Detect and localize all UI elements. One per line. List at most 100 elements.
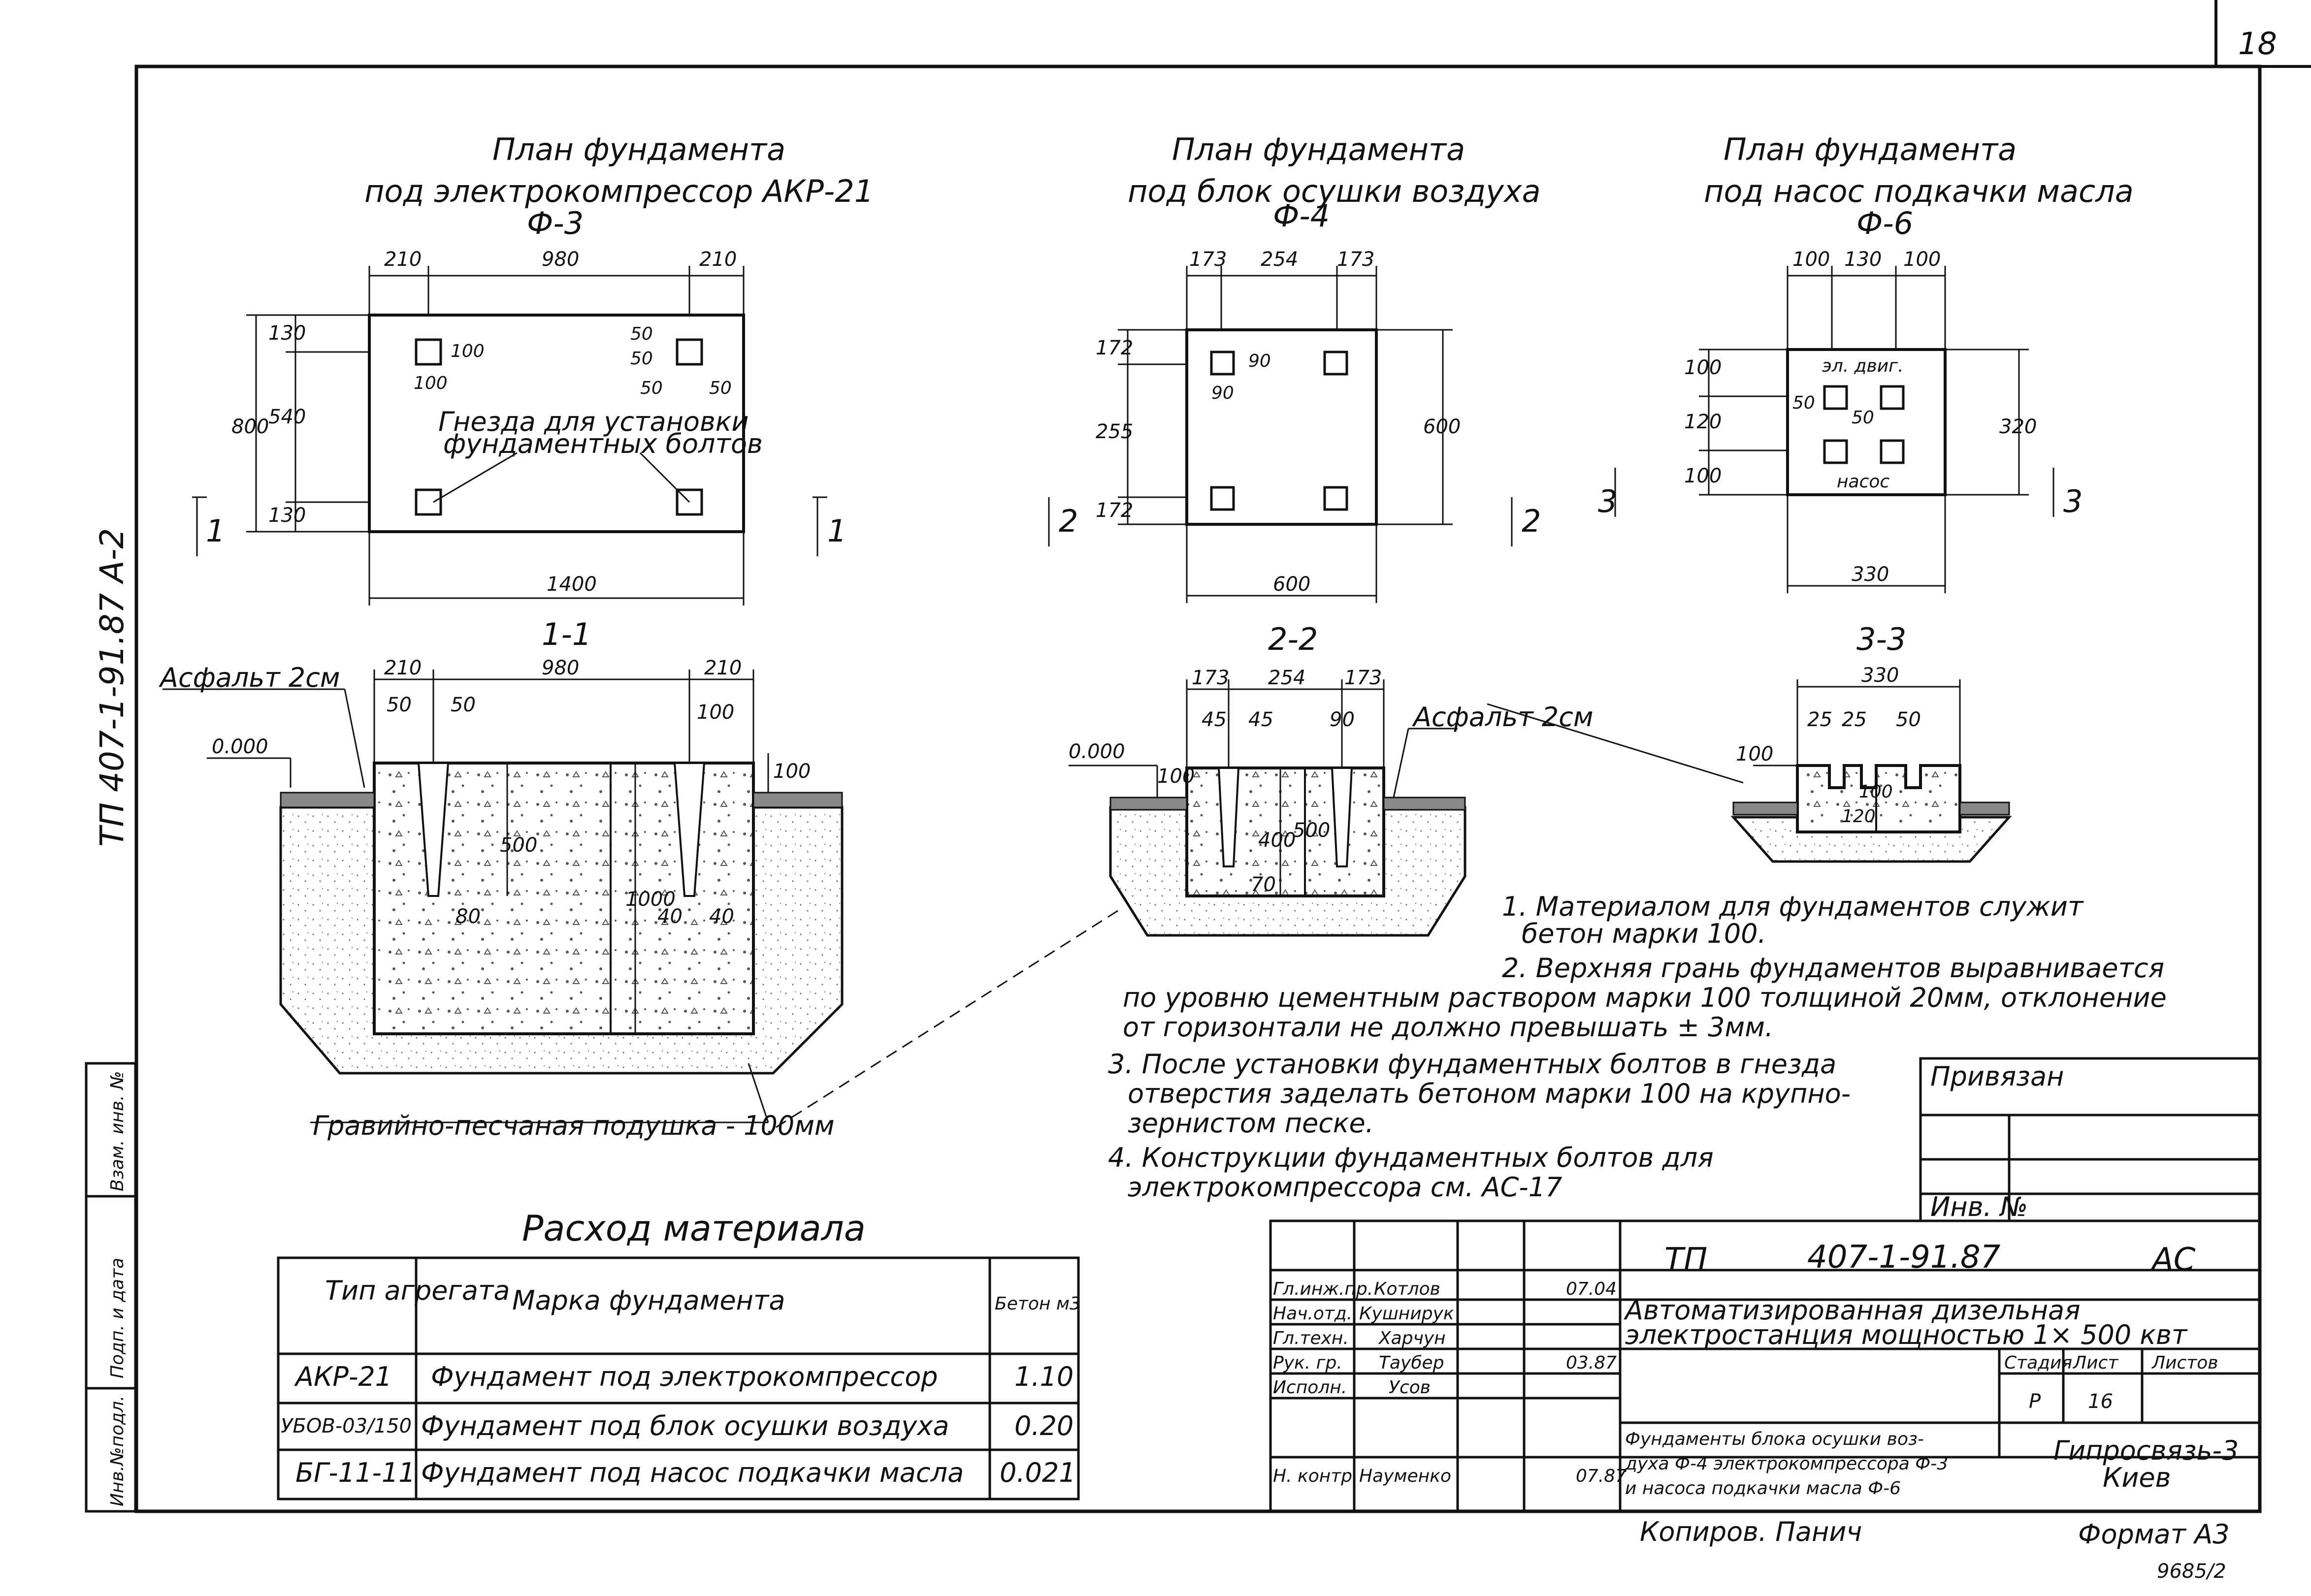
material-row-2-concrete: 0.20 [1014,1410,1074,1441]
plan-f3-cut-left: 1 [206,513,225,549]
note-line-9: 4. Конструкции фундаментных болтов для [1108,1142,1714,1173]
section-2-2 [768,679,1466,1133]
plan-f6-cut-right: 3 [2063,483,2083,519]
plan-f3-dim-overall: 1400 [547,573,597,596]
signer-6-role: Н. контр. [1273,1466,1358,1486]
title-block-sheet-title-2: духа Ф-4 электрокомпрессора Ф-3 [1625,1454,1948,1474]
section-1-1-level: 0.000 [212,735,268,758]
title-block-tp: ТП [1664,1242,1707,1278]
section-2-2-dim-top: 100 [1157,765,1195,788]
section-3-3-dim-depth: 100 [1859,782,1893,802]
section-1-1-dim-b: 50 [451,694,476,716]
signer-6-date: 07.87 [1576,1466,1627,1486]
material-row-3-mark: Фундамент под насос подкачки масла [421,1457,964,1488]
plan-f4-dim-middle: 254 [1261,248,1298,271]
note-line-3: 2. Верхняя грань фундаментов выравнивает… [1502,953,2164,984]
plan-f3-dim-height: 800 [231,415,269,438]
plan-f4-title-2: под блок осушки воздуха [1128,173,1541,209]
title-block-stage-h2: Лист [2072,1353,2118,1373]
plan-f4 [1048,266,1513,603]
drawing-frame [134,64,2262,1513]
plan-f3-nest-label-1: Гнезда для установки [438,406,749,437]
material-header-type: Тип агрегата [325,1275,510,1306]
note-line-8: зернистом песке. [1128,1108,1374,1139]
plan-f3 [192,266,827,606]
plan-f3-dim-s4: 50 [709,378,732,398]
plan-f6-title-1: План фундамента [1724,131,2017,167]
section-1-1-dim-bottom-c: 40 [709,905,734,928]
title-block [1269,1219,2262,1513]
signer-1-date: 07.04 [1566,1279,1617,1299]
material-row-1-concrete: 1.10 [1014,1361,1074,1392]
signer-1-role: Гл.инж.пр. [1273,1279,1373,1299]
plan-f3-title-2: под электрокомпрессор АКР-21 [364,173,874,209]
title-block-signers: Гл.инж.пр. Котлов 07.04 Нач.отд. Кушниру… [1273,1279,1627,1486]
plan-f4-dim-overall: 600 [1273,573,1310,596]
copied-by: Копиров. Панич [1640,1516,1862,1547]
signer-4-name: Таубер [1379,1353,1444,1373]
side-stamp [85,1062,137,1513]
material-row-2-mark: Фундамент под блок осушки воздуха [421,1410,949,1441]
plan-f6-dim-height: 320 [1999,415,2037,438]
sheet-number: 18 [2238,26,2277,62]
plan-f3-dim-s3: 50 [640,378,663,398]
section-1-1-dim-total: 1000 [625,888,676,911]
section-2-2-dim-total: 500 [1293,819,1330,842]
section-1-1-dim-bottom-a: 80 [456,905,481,928]
plan-f6-cut-left: 3 [1598,483,1617,519]
plan-f4-dim-right: 173 [1337,248,1374,271]
plan-f6-label-bot: насос [1837,472,1889,492]
signer-5-name: Усов [1389,1377,1431,1398]
title-block-stage-v1: Р [2029,1390,2041,1413]
section-1-1-dim-c: 100 [697,701,734,724]
signer-3-role: Гл.техн. [1273,1328,1349,1348]
section-1-1-dim-top: 100 [773,760,811,783]
sheet-format: Формат А3 [2078,1519,2230,1550]
note-line-4: по уровню цементным раствором марки 100 … [1123,982,2167,1013]
section-3-3-dim-total: 120 [1842,806,1876,827]
plan-f3-dim-right: 210 [699,248,737,271]
note-line-10: электрокомпрессора см. АС-17 [1128,1172,1562,1203]
side-stamp-2: Подп. и дата [107,1258,128,1378]
plan-f3-cut-right: 1 [827,513,846,549]
section-2-2-dim-c: 90 [1330,708,1355,731]
section-1-1-asphalt: Асфальт 2см [159,662,340,693]
side-stamp-3: Взам. инв. № [107,1071,128,1191]
plan-f6-dim-hmid: 120 [1684,411,1722,433]
title-block-stage-v2: 16 [2088,1390,2113,1413]
plan-f3-dim-s2: 50 [630,349,653,369]
plan-f4-cut-left: 2 [1059,503,1078,539]
plan-f6-dim-nest: 50 [1792,393,1815,413]
note-line-7: отверстия заделать бетоном марки 100 на … [1128,1078,1851,1109]
binding-label: Привязан [1930,1061,2064,1092]
plan-f3-dim-hmid: 540 [268,406,306,428]
title-block-desc-2: электростанция мощностью 1× 500 квт [1625,1319,2188,1350]
plan-f4-dim-hbot: 172 [1096,499,1133,522]
material-row-1-mark: Фундамент под электрокомпрессор [431,1361,938,1392]
plan-f3-dim-htop: 130 [268,322,306,345]
plan-f6-dim-nest-w: 50 [1852,408,1874,428]
section-1-1-dim-a: 50 [387,694,412,716]
title-block-stage-h3: Листов [2151,1353,2218,1373]
plan-f4-dim-height: 600 [1423,415,1461,438]
signer-5-role: Исполн. [1273,1377,1347,1398]
archive-number: 9685/2 [2157,1560,2226,1583]
title-block-desc-1: Автоматизированная дизельная [1624,1295,2081,1326]
plan-f4-dim-hmid: 255 [1096,420,1133,443]
plan-f3-code: Ф-3 [527,205,584,241]
section-3-3-dim-c: 50 [1896,708,1921,731]
notes: 1. Материалом для фундаментов служит бет… [1108,891,2167,1203]
material-table-title: Расход материала [522,1208,866,1249]
signer-6-name: Науменко [1359,1466,1451,1486]
plan-f3-dim-nest-w: 100 [414,373,448,393]
section-3-3-dim-a: 25 [1807,708,1832,731]
section-2-2-dim-depth: 400 [1258,829,1296,852]
material-row-1-type: АКР-21 [294,1361,392,1392]
plan-f3-dim-hbot: 130 [268,504,306,527]
section-1-1-title: 1-1 [542,616,591,652]
section-1-1-dim-bottom-b: 40 [657,905,683,928]
plan-f4-dim-htop: 172 [1096,337,1133,359]
title-block-sheet-title-1: Фундаменты блока осушки воз- [1625,1429,1924,1449]
plan-f6-dim-middle: 130 [1844,248,1882,271]
